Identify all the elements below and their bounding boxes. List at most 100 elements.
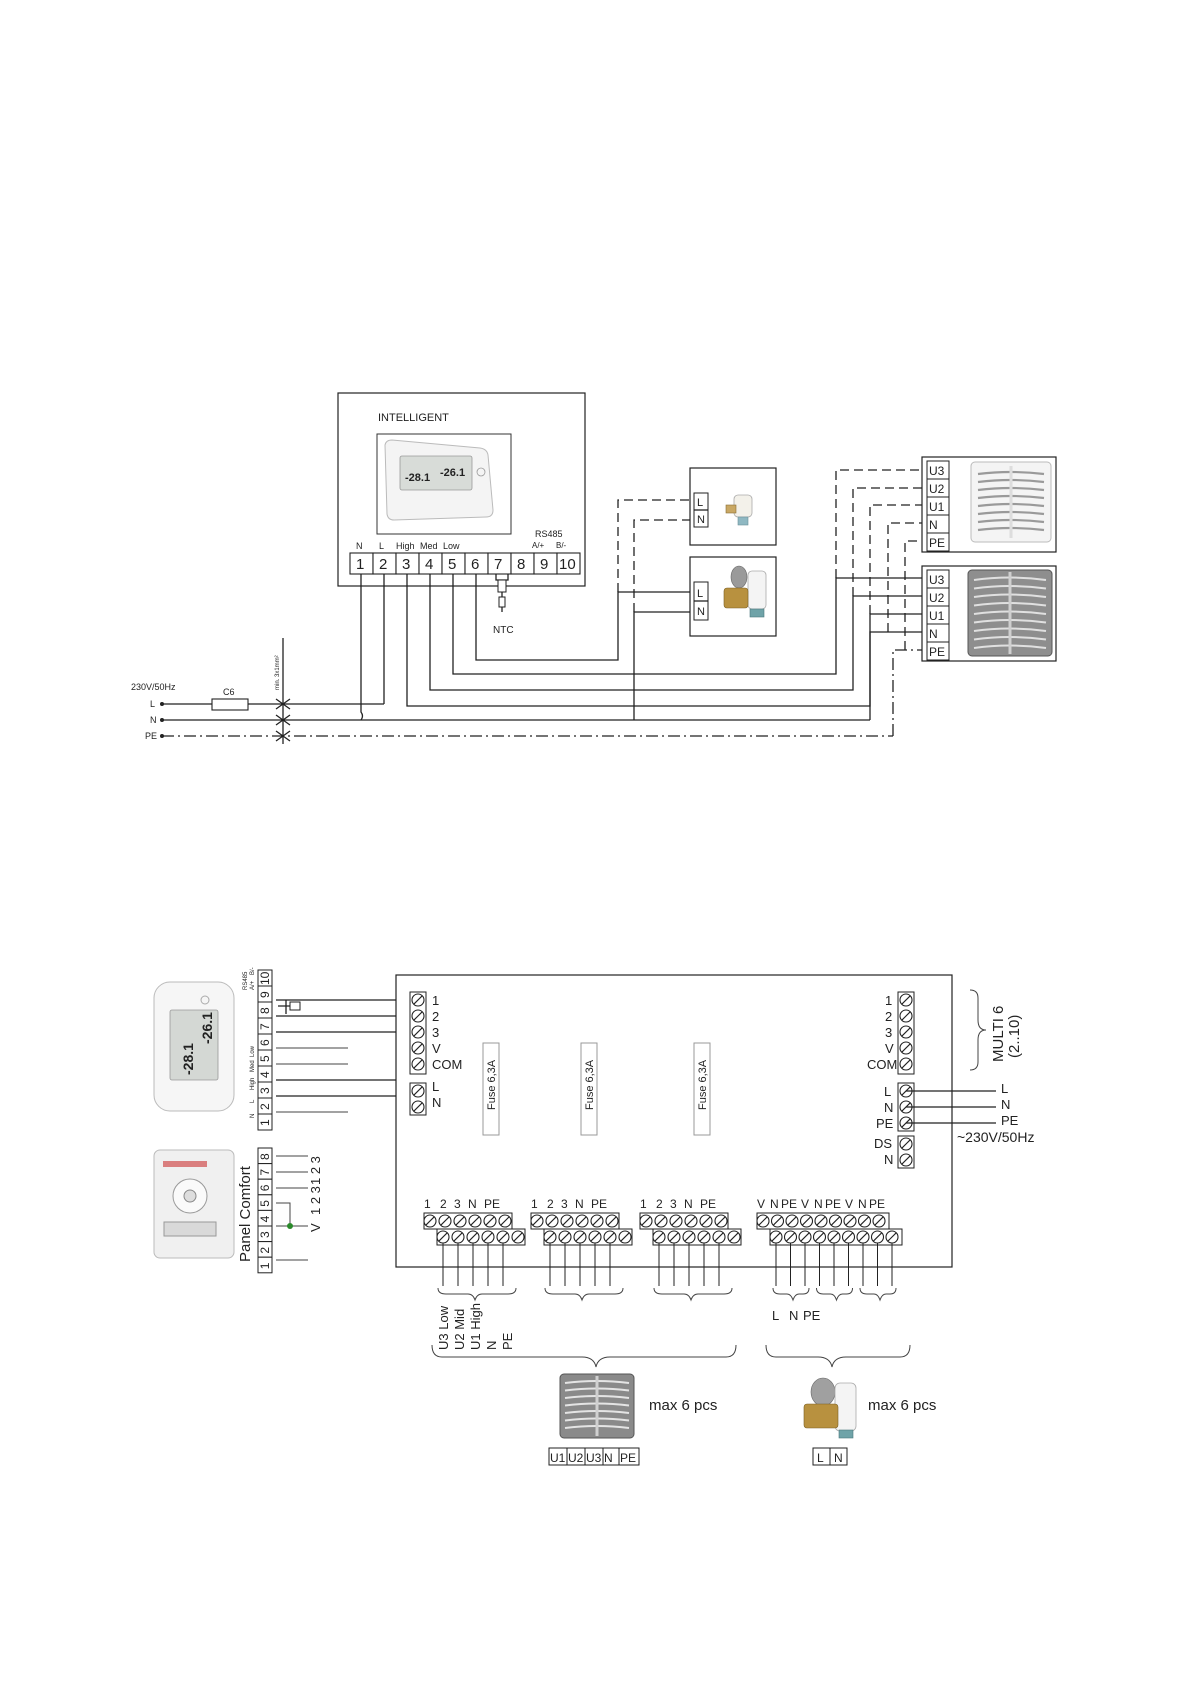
panel-comfort-label: Panel Comfort xyxy=(237,1165,254,1262)
breaker-c6 xyxy=(211,698,249,711)
heater-grey-terminal-u1: U1 xyxy=(929,609,945,623)
terminal-label-rs485: RS485 xyxy=(535,529,563,539)
fan-out-u1: U1 High xyxy=(468,1303,483,1350)
zone-valve-l: L xyxy=(697,588,703,600)
fan-block-3-label-3: 3 xyxy=(670,1197,677,1211)
controller-terminal-7: 7 xyxy=(494,556,502,573)
valve-block-3-label-pe: PE xyxy=(869,1197,885,1211)
panel-terminal-5: 5 xyxy=(258,1200,272,1207)
power-out-n: N xyxy=(1001,1097,1010,1112)
controller-terminal-4: 4 xyxy=(425,556,433,573)
controller-terminal-1: 1 xyxy=(356,556,364,573)
ds-label: DS xyxy=(874,1136,892,1151)
input-com: COM xyxy=(432,1057,462,1072)
heater-grey-terminal-u2: U2 xyxy=(929,591,945,605)
power-out-l: L xyxy=(1001,1081,1008,1096)
fan-block-3-label-n: N xyxy=(684,1197,693,1211)
multi-label: MULTI 6 xyxy=(990,1006,1007,1062)
heater-grey-terminal-pe: PE xyxy=(929,645,945,659)
controller-terminal-3: 3 xyxy=(402,556,410,573)
input-v: V xyxy=(432,1041,441,1056)
thermostat-terminal-4: 4 xyxy=(258,1071,272,1078)
controller-terminal-9: 9 xyxy=(540,556,548,573)
supply-label: 230V/50Hz xyxy=(131,682,176,692)
zone-valve-n: N xyxy=(697,606,705,618)
max-valves-label: max 6 pcs xyxy=(868,1397,936,1414)
heater-white-terminal-u2: U2 xyxy=(929,482,945,496)
heater-white-terminal-pe: PE xyxy=(929,536,945,550)
module-left-inputs xyxy=(409,991,427,1116)
heater-bottom-image xyxy=(559,1373,635,1439)
heater-grey-terminal-u3: U3 xyxy=(929,573,945,587)
panel-terminal-8: 8 xyxy=(258,1153,272,1160)
heater-row-u1: U1 xyxy=(550,1451,566,1465)
output-3: 3 xyxy=(885,1025,892,1040)
therm-b: B/- xyxy=(250,967,256,975)
fan-block-2-label-2: 2 xyxy=(547,1197,554,1211)
thermal-actuator-image xyxy=(725,494,753,526)
terminal-label-med: Med xyxy=(420,541,438,551)
input-2: 2 xyxy=(432,1009,439,1024)
fan-block-1-label-n: N xyxy=(468,1197,477,1211)
terminal-label-a: A/+ xyxy=(532,541,545,550)
fuse-1-label: Fuse 6,3A xyxy=(486,1059,498,1110)
fan-block-2-label-pe: PE xyxy=(591,1197,607,1211)
breaker-label: C6 xyxy=(223,687,235,697)
fan-block-2-label-1: 1 xyxy=(531,1197,538,1211)
heater-row-pe: PE xyxy=(620,1451,636,1465)
therm-high: High xyxy=(250,1078,256,1090)
therm-rs485: RS485 xyxy=(243,971,249,990)
therm-n: N xyxy=(250,1114,256,1118)
heater-row-u3: U3 xyxy=(586,1451,602,1465)
ds-n-label: N xyxy=(884,1152,893,1167)
panel-terminal-1: 1 xyxy=(258,1262,272,1269)
heater-white-terminal-u3: U3 xyxy=(929,464,945,478)
panel-terminal-2: 2 xyxy=(258,1247,272,1254)
panel-comfort-image xyxy=(153,1149,235,1259)
ntc-label: NTC xyxy=(493,625,514,636)
thermostat-terminal-10: 10 xyxy=(258,971,272,985)
panel-label-8: 1 2 3 xyxy=(308,1156,323,1185)
thermostat-terminal-3: 3 xyxy=(258,1087,272,1094)
controller-terminal-10: 10 xyxy=(559,556,576,573)
thermostat-terminal-7: 7 xyxy=(258,1023,272,1030)
valve-block-1-label-v: V xyxy=(757,1197,765,1211)
cable-note: min. 3x1mm² xyxy=(275,655,281,690)
fan-block-3-label-1: 1 xyxy=(640,1197,647,1211)
power-out-pe: PE xyxy=(1001,1113,1019,1128)
fan-block-1-label-2: 2 xyxy=(440,1197,447,1211)
valve-block-3-label-n: N xyxy=(858,1197,867,1211)
rotated-display-left: -28.1 xyxy=(180,1043,196,1075)
therm-low: Low xyxy=(250,1045,256,1057)
terminal-label-high: High xyxy=(396,541,415,551)
multi-range: (2..10) xyxy=(1006,1015,1023,1058)
valve-block-3-label-v: V xyxy=(845,1197,853,1211)
heater-row-n: N xyxy=(604,1451,613,1465)
rotated-display-right: -26.1 xyxy=(199,1012,215,1044)
valve-row-n: N xyxy=(834,1451,843,1465)
heater-grey-terminal-n: N xyxy=(929,627,938,641)
therm-l: L xyxy=(250,1099,256,1103)
output-v: V xyxy=(885,1041,894,1056)
fan-block-2-label-n: N xyxy=(575,1197,584,1211)
panel-terminal-7: 7 xyxy=(258,1169,272,1176)
fan-block-2-label-3: 3 xyxy=(561,1197,568,1211)
input-3: 3 xyxy=(432,1025,439,1040)
fan-out-pe: PE xyxy=(500,1332,515,1350)
terminal-label-n: N xyxy=(356,541,363,551)
panel-label-7: 1 2 3 xyxy=(308,1186,323,1215)
valve-block-2-label-pe: PE xyxy=(825,1197,841,1211)
valve-block-1-label-n: N xyxy=(770,1197,779,1211)
input-l: L xyxy=(432,1079,439,1094)
controller-terminal-2: 2 xyxy=(379,556,387,573)
power-in-pe: PE xyxy=(876,1116,894,1131)
line-pe-label: PE xyxy=(145,731,157,741)
